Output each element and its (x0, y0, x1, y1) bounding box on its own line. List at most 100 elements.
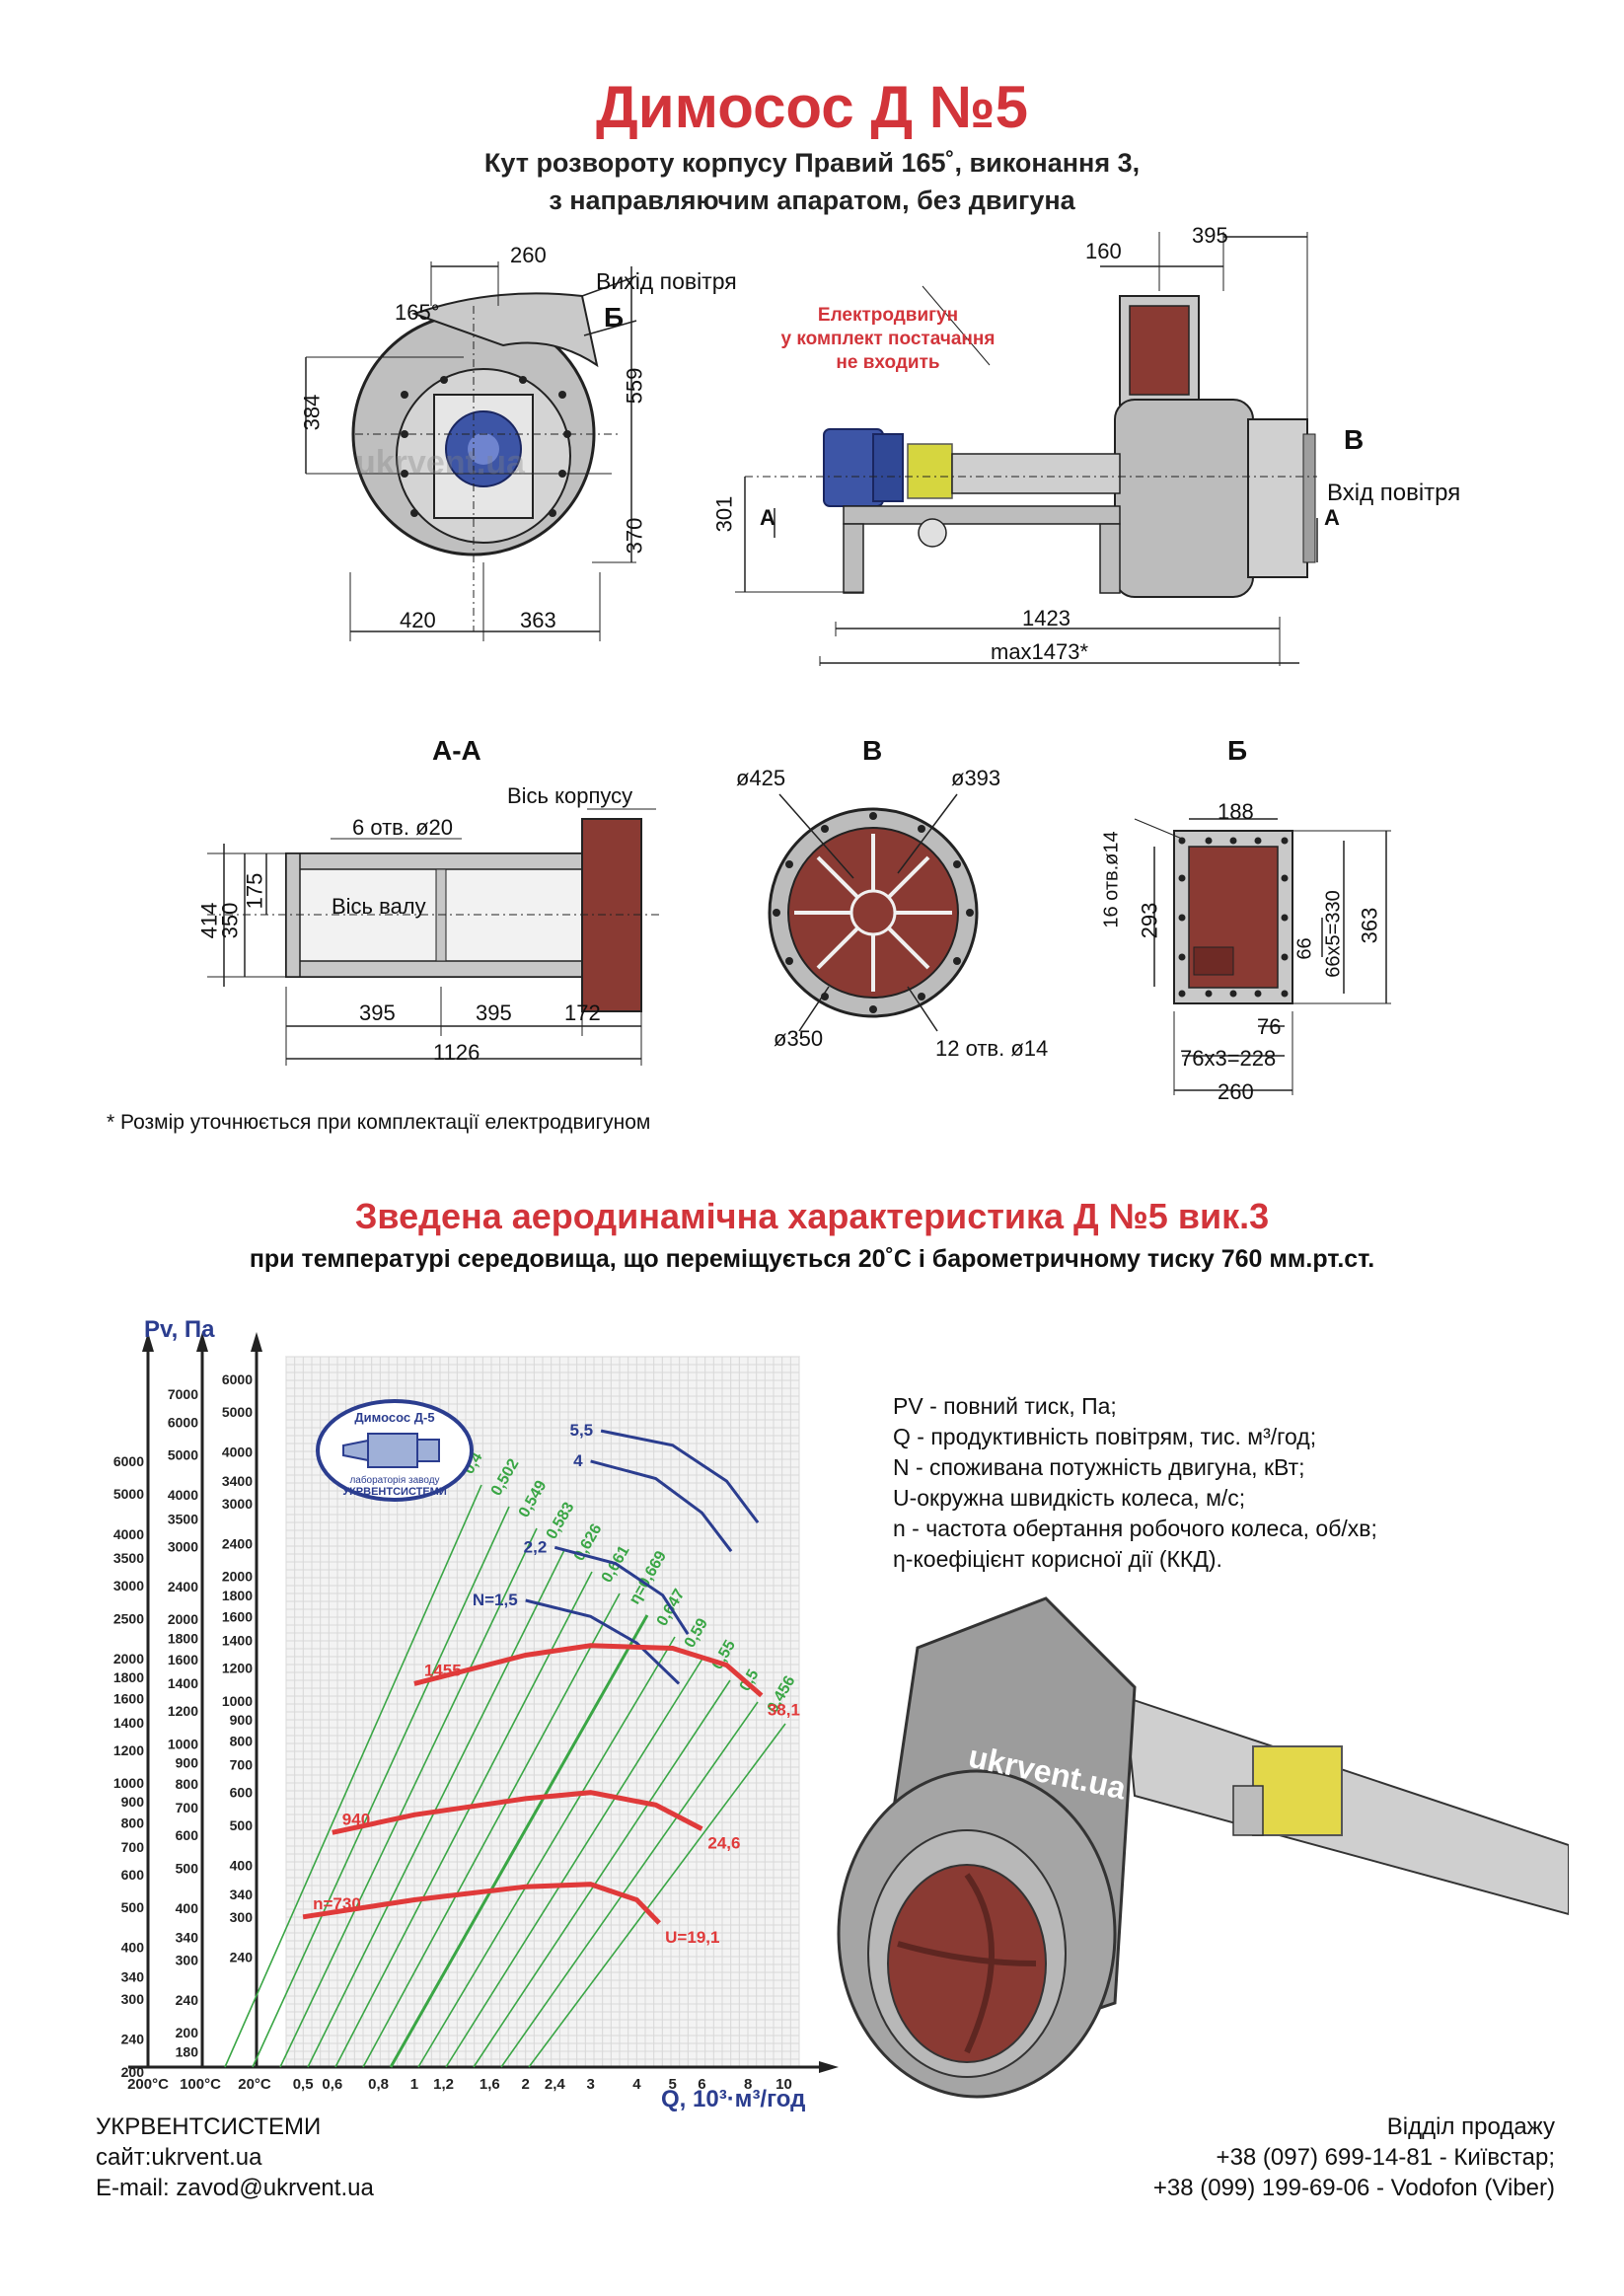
company-site[interactable]: сайт:ukrvent.ua (96, 2144, 262, 2171)
section-aa-drawing (207, 808, 661, 1066)
x-tick-label: 3 (586, 2076, 594, 2093)
section-v-drawing (768, 793, 979, 1032)
dim-1126: 1126 (433, 1040, 480, 1065)
y-tick-label: 1600 (113, 1690, 144, 1706)
dim-363-b: 363 (1357, 907, 1382, 944)
legend-rpm: n - частота обертання робочого колеса, о… (893, 1516, 1377, 1541)
shaft-axis-label: Вісь валу (332, 894, 426, 919)
dim-301: 301 (711, 495, 737, 533)
y-tick-label: 1600 (222, 1608, 253, 1624)
dim-175: 175 (242, 872, 267, 910)
y-tick-label: 500 (121, 1899, 145, 1915)
y-tick-label: 2400 (222, 1535, 253, 1551)
air-outlet-label: Вихід повітря (596, 268, 737, 294)
y-tick-label: 1800 (113, 1669, 144, 1685)
y-tick-label: 700 (121, 1839, 145, 1855)
power-curve (554, 1545, 690, 1636)
dim-293: 293 (1137, 902, 1162, 939)
phone-vodafone[interactable]: +38 (099) 199-69-06 - Vodofon (Viber) (1152, 2175, 1555, 2201)
y-tick-label: 600 (121, 1867, 145, 1883)
dim-160: 160 (1085, 239, 1122, 263)
chart-section-title: Зведена аеродинамічна характеристика Д №… (354, 1196, 1270, 1236)
dim-350-aa: 350 (217, 902, 243, 939)
y-tick-label: 900 (176, 1754, 199, 1770)
efficiency-line (528, 1723, 786, 2068)
sales-dept: Відділ продажу (1386, 2113, 1555, 2140)
y-tick-label: 1000 (222, 1693, 253, 1709)
power-curve (590, 1459, 733, 1553)
x-tick-label: 1,2 (433, 2076, 454, 2093)
power-curve-label: 5,5 (569, 1421, 593, 1440)
speed-curve-end-label: 24,6 (707, 1834, 740, 1853)
temp-axis-label: 20°С (238, 2076, 271, 2093)
watermark-front: ukrvent.ua (355, 444, 525, 481)
company-name: УКРВЕНТСИСТЕМИ (96, 2113, 322, 2140)
y-tick-label: 1200 (168, 1703, 198, 1719)
dim-172: 172 (564, 1000, 601, 1025)
y-tick-label: 3500 (113, 1550, 144, 1566)
y-tick-label: 1400 (113, 1715, 144, 1731)
dim-76x3: 76х3=228 (1180, 1046, 1277, 1071)
y-tick-label: 800 (230, 1733, 254, 1748)
dim-370: 370 (622, 517, 647, 555)
y-tick-label: 3000 (168, 1538, 198, 1554)
phone-kyivstar[interactable]: +38 (097) 699-14-81 - Київстар; (1216, 2144, 1555, 2171)
section-b-drawing (1134, 818, 1391, 1095)
chart-ticks: 200 240 300 340 400 500 600 700 800 900 1000 1200 14… (113, 1371, 792, 2093)
y-tick-label: 3000 (113, 1578, 144, 1593)
subtitle-line-1: Кут розвороту корпусу Правий 165˚, викон… (483, 148, 1141, 178)
dim-66: 66 (1293, 937, 1316, 960)
power-curve (525, 1598, 681, 1685)
efficiency-line (224, 1484, 482, 2068)
y-tick-label: 5000 (222, 1404, 253, 1420)
logo: Димосос Д-5 лабораторія заводу УКРВЕНТСИ… (316, 1399, 474, 1502)
v-holes-label: 12 отв. ø14 (935, 1036, 1049, 1061)
chart-axes (128, 1332, 839, 2073)
y-tick-label: 1800 (222, 1588, 253, 1603)
isometric-view: ukrvent.ua (837, 1596, 1569, 2099)
temp-axis-label: 100°С (180, 2076, 221, 2093)
dim-66x5: 66х5=330 (1322, 890, 1345, 978)
y-axis-arrow-1 (196, 1332, 208, 1352)
footnote: * Розмір уточнюється при комплектації ел… (107, 1111, 651, 1134)
diameter-393: ø393 (951, 766, 1001, 790)
y-tick-label: 2000 (222, 1569, 253, 1585)
chart-section-subtitle: при температурі середовища, що переміщує… (249, 1245, 1375, 1273)
dim-76: 76 (1257, 1014, 1282, 1039)
dim-420: 420 (400, 608, 436, 632)
speed-curve-label: 1455 (424, 1661, 462, 1679)
legend-eta: η-коефіцієнт корисної дії (ККД). (893, 1546, 1222, 1572)
logo-bottom-text-1: лабораторія заводу (349, 1474, 439, 1486)
power-curve (600, 1429, 760, 1524)
legend-u: U-окружна швидкість колеса, м/с; (893, 1485, 1246, 1511)
efficiency-line (307, 1549, 565, 2068)
y-tick-label: 300 (176, 1952, 199, 1967)
b-holes-label: 16 отв.ø14 (1100, 831, 1123, 928)
y-tick-label: 400 (121, 1940, 145, 1956)
efficiency-line (362, 1592, 621, 2068)
x-tick-label: 1,6 (480, 2076, 500, 2093)
y-tick-label: 4000 (222, 1444, 253, 1460)
dim-260-top: 260 (510, 243, 547, 267)
side-view-drawing (735, 232, 1318, 666)
y-tick-label: 500 (176, 1860, 199, 1876)
y-tick-label: 600 (176, 1827, 199, 1843)
y-tick-label: 240 (176, 1992, 199, 2008)
y-tick-label: 6000 (222, 1371, 253, 1387)
legend-pv: PV - повний тиск, Па; (893, 1393, 1117, 1419)
y-tick-label: 200 (176, 2025, 199, 2040)
efficiency-line (417, 1636, 676, 2068)
efficiency-line (445, 1658, 703, 2068)
x-tick-label: 5 (669, 2076, 677, 2093)
y-tick-label: 5000 (168, 1446, 198, 1462)
angle-label: 165° (395, 300, 440, 325)
y-tick-label: 2000 (113, 1651, 144, 1666)
y-axis-arrow-0 (142, 1332, 154, 1352)
company-email[interactable]: E-mail: zavod@ukrvent.ua (96, 2175, 374, 2201)
y-tick-label: 1600 (168, 1652, 198, 1667)
y-tick-label: 340 (230, 1887, 254, 1902)
y-tick-label: 2500 (113, 1610, 144, 1626)
efficiency-line (252, 1506, 510, 2068)
chart-grid (285, 1356, 800, 2068)
